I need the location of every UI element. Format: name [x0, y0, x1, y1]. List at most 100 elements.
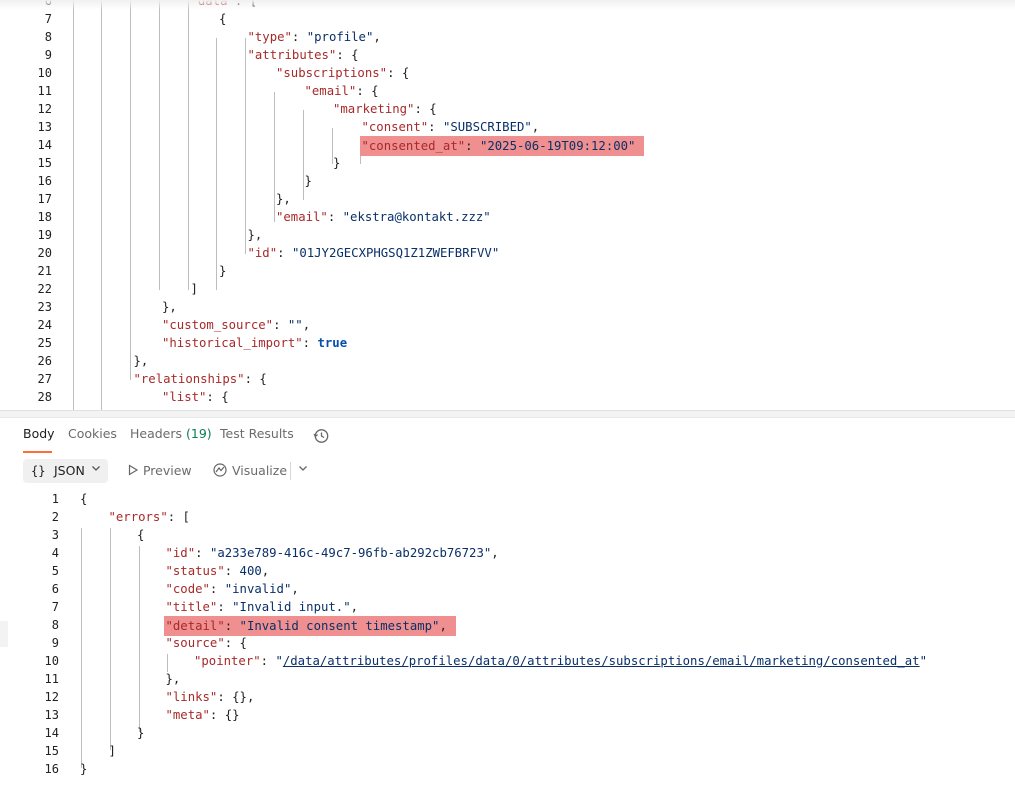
line-number: 18: [37, 210, 52, 224]
code-line: 9"source": {: [0, 634, 1015, 652]
code-token: {: [80, 492, 88, 506]
code-line: 23},: [0, 298, 1015, 316]
code-token: {: [137, 528, 145, 542]
code-token: "pointer": [194, 654, 261, 668]
code-token: "consent": [361, 120, 429, 134]
code-line: 15]: [0, 742, 1015, 760]
code-token: :: [277, 246, 292, 260]
line-number: 13: [37, 120, 52, 134]
code-token: "code": [165, 582, 210, 596]
format-label: JSON: [54, 463, 85, 478]
code-token: "title": [165, 600, 218, 614]
preview-button[interactable]: Preview: [127, 459, 192, 483]
code-line: 5"status": 400,: [0, 562, 1015, 580]
code-line: 13"meta": {}: [0, 706, 1015, 724]
code-line: 7"title": "Invalid input.",: [0, 598, 1015, 616]
code-line: 25 "historical_import": true: [0, 334, 1015, 352]
visualize-options-chevron-icon[interactable]: [298, 459, 308, 483]
code-text: "marketing": {: [333, 100, 437, 118]
tab-test-results[interactable]: Test Results: [220, 426, 294, 441]
line-number: 5: [51, 564, 59, 578]
highlighted-code: "consented_at": "2025-06-19T09:12:00": [359, 136, 645, 156]
code-token: ,: [291, 582, 299, 596]
code-token: "subscriptions": [276, 66, 388, 80]
code-token: "relationships": [133, 372, 245, 386]
code-token: "detail": [165, 619, 225, 633]
line-number: 16: [44, 762, 59, 776]
code-text: ]: [191, 280, 198, 298]
line-number: 8: [44, 30, 52, 44]
code-line: 11"email": {: [0, 82, 1015, 100]
code-line: 28"list": {: [0, 388, 1015, 406]
code-token: {: [219, 12, 227, 26]
code-text: "subscriptions": {: [276, 64, 409, 82]
line-number: 14: [44, 726, 59, 740]
code-token: : [: [167, 510, 190, 524]
indent-guide-line: [73, 0, 74, 410]
line-number: 2: [51, 510, 59, 524]
visualize-icon: [213, 463, 227, 477]
code-text: }: [219, 262, 226, 280]
indent-guide-line: [245, 38, 246, 254]
indent-guide-line: [216, 38, 217, 290]
code-token: "": [287, 318, 303, 332]
code-token: 400: [239, 564, 262, 578]
code-token: ,: [491, 546, 499, 560]
code-token: }: [80, 762, 88, 776]
code-token: "email": [304, 84, 357, 98]
code-text: "id": "a233e789-416c-49c7-96fb-ab292cb76…: [166, 544, 499, 562]
history-icon[interactable]: [312, 427, 330, 445]
line-number: 12: [37, 102, 52, 116]
code-token: :: [465, 139, 480, 153]
line-number: 27: [37, 372, 52, 386]
code-line: 9"attributes": {: [0, 46, 1015, 64]
code-token: "links": [165, 690, 218, 704]
code-line: 21}: [0, 262, 1015, 280]
code-text: }: [305, 172, 312, 190]
indent-guide-line: [303, 110, 304, 200]
code-token: "consented_at": [361, 139, 466, 153]
request-body-editor[interactable]: 6"data": [7{8"type": "profile",9"attribu…: [0, 0, 1015, 410]
code-token: "SUBSCRIBED": [442, 120, 532, 134]
code-text: "email": {: [305, 82, 379, 100]
code-token: ,: [439, 619, 447, 633]
pointer-link[interactable]: /data/attributes/profiles/data/0/attribu…: [282, 654, 920, 668]
code-text: },: [134, 352, 149, 370]
code-line: 1{: [0, 490, 1015, 508]
code-token: :: [291, 30, 307, 44]
tab-cookies[interactable]: Cookies: [68, 426, 117, 441]
code-text: }: [80, 760, 87, 778]
code-text: },: [162, 298, 177, 316]
code-token: "email": [276, 210, 328, 224]
code-token: : {: [244, 372, 267, 386]
line-number: 21: [37, 264, 52, 278]
line-number: 19: [37, 228, 52, 242]
line-number: 25: [37, 336, 52, 350]
line-number: 14: [37, 138, 52, 152]
code-token: },: [133, 354, 149, 368]
code-token: "invalid": [224, 582, 292, 596]
line-number: 8: [51, 618, 59, 632]
code-token: "custom_source": [162, 318, 274, 332]
format-select[interactable]: {} JSON: [23, 459, 108, 483]
code-text: "historical_import": true: [162, 334, 347, 352]
response-toolbar: {} JSON Preview Visualize: [0, 456, 1015, 486]
pane-resize-handle[interactable]: [0, 410, 1015, 418]
code-line: 8"type": "profile",: [0, 28, 1015, 46]
visualize-button[interactable]: Visualize: [212, 459, 287, 483]
code-token: :: [327, 210, 343, 224]
code-token: true: [317, 336, 348, 350]
code-token: },: [247, 228, 263, 242]
code-token: "id": [165, 546, 196, 560]
code-text: "relationships": {: [134, 370, 267, 388]
code-text: "code": "invalid",: [166, 580, 299, 598]
tab-body[interactable]: Body: [23, 426, 55, 441]
code-line: 16}: [0, 172, 1015, 190]
line-number: 4: [51, 546, 59, 560]
tab-headers[interactable]: Headers (19): [130, 426, 212, 441]
response-tabs: Body Cookies Headers (19) Test Results: [0, 422, 1015, 450]
response-body-viewer[interactable]: 1{2"errors": [3{4"id": "a233e789-416c-49…: [0, 490, 1015, 790]
code-token: ]: [108, 744, 116, 758]
indent-guide-line: [332, 128, 333, 164]
code-line: 4 "id": "a233e789-416c-49c7-96fb-ab292cb7…: [0, 544, 1015, 562]
